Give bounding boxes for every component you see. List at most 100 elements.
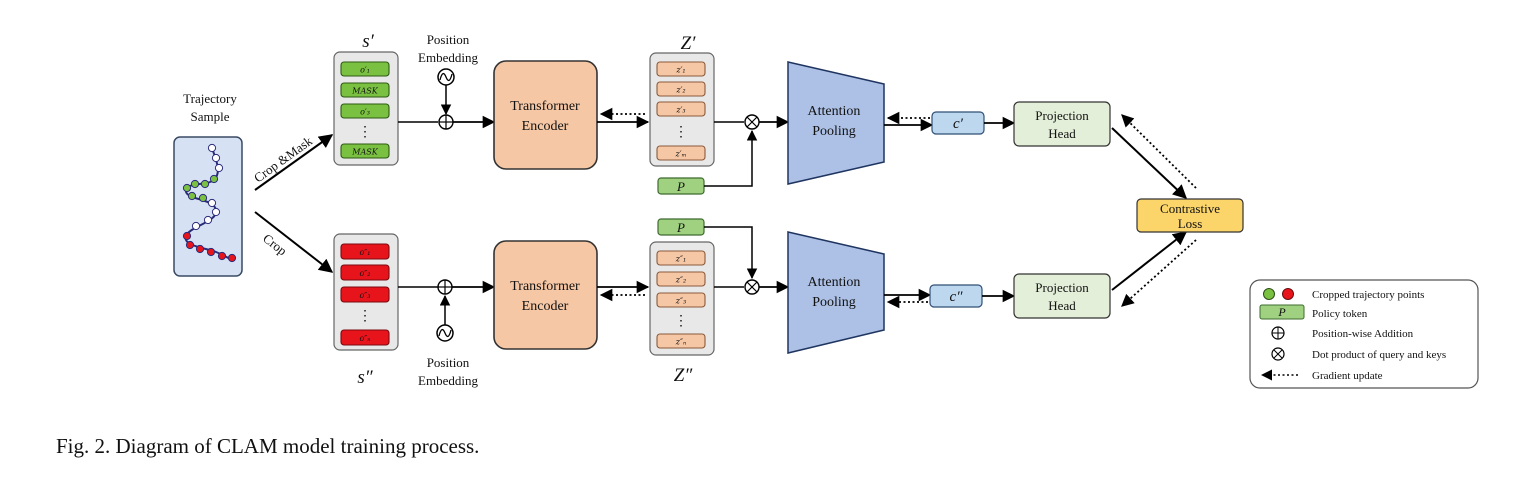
loss-label-2: Loss [1178,216,1203,231]
z-prime-label: Z′ [681,33,697,54]
c-double-prime-label: c″ [950,289,964,305]
z-double-prime-label: Z″ [674,365,694,386]
loss-label-1: Contrastive [1160,201,1220,216]
trajectory-point [187,191,197,201]
trajectory-point [200,179,210,189]
trajectory-point [211,207,221,217]
trajectory-point [182,183,192,193]
legend-item-points: Cropped trajectory points [1312,289,1424,301]
s-prime-token [340,103,390,119]
s-prime-ellipsis: ⋮ [358,125,372,140]
trajectory-point [207,143,217,153]
trajectory-point [191,221,201,231]
z-prime-token-label: z′₂ [675,86,685,95]
pos-emb-bottom-label-2: Embedding [418,373,478,388]
contrastive-loss-box [1136,198,1244,233]
projection-head-top [1013,101,1111,147]
trajectory-point [198,193,208,203]
pooling-bottom-label-2: Pooling [812,295,856,310]
s-double-prime-label: s″ [357,367,373,388]
legend-item-addition: Position-wise Addition [1312,328,1414,340]
z-double-prime-token [656,292,706,308]
z-prime-tokens: z′₁z′₂z′₃⋮z′ₘ [656,61,706,161]
clam-diagram: Trajectory Sample Crop &Mask Crop s′ o′₁… [173,31,1479,389]
z-prime-token [656,101,706,117]
plus-icon-top [438,114,454,130]
crop-mask-arrow [254,134,334,191]
pos-emb-top-label-2: Embedding [418,50,478,65]
policy-token-bottom-label: P [676,220,685,235]
trajectory-point [227,253,237,263]
z-prime-token [656,81,706,97]
trajectory-point [195,244,205,254]
s-prime-token [340,61,390,77]
trajectory-point [190,179,200,189]
s-prime-label: s′ [362,31,374,52]
z-double-prime-token-label: z″₁ [675,255,686,264]
z-double-prime-ellipsis: ⋮ [674,314,688,329]
attention-pooling-bottom [787,231,885,354]
projection-head-bottom [1013,273,1111,319]
legend-item-gradient: Gradient update [1312,370,1383,382]
z-double-prime-tokens: z″₁ z″₂ z″₃ ⋮ z″ₙ [656,250,706,349]
s-prime-token-label: o′₃ [360,108,370,117]
z-double-prime-token-label: z″₃ [675,297,686,306]
s-prime-token-label: MASK [351,148,378,157]
encoder-bottom-label-2: Encoder [522,299,569,314]
transformer-encoder-bottom [493,240,598,350]
encoder-top-label-2: Encoder [522,119,569,134]
figure-caption: Fig. 2. Diagram of CLAM model training p… [56,434,480,458]
s-prime-token [340,143,390,159]
s-prime-token [340,82,390,98]
dot-product-icon-bottom [744,279,760,295]
legend-red-dot [1282,288,1294,300]
trajectory-point [211,153,221,163]
legend-plus-icon [1271,326,1285,340]
encoder-top-label-1: Transformer [510,99,580,114]
s-double-prime-token [340,243,390,260]
gradient-update-loss-top [1121,114,1197,189]
projection-top-label-1: Projection [1035,108,1089,123]
s-double-prime-token [340,264,390,281]
pooling-top-label-2: Pooling [812,124,856,139]
pooling-top-label-1: Attention [808,104,861,119]
z-double-prime-token [656,271,706,287]
z-prime-token-label: z′₁ [675,66,685,75]
gradient-update-loss-bottom [1121,239,1197,307]
legend-policy-symbol: P [1277,305,1286,319]
transformer-encoder-top [493,60,598,170]
dot-product-icon-top [744,114,760,130]
legend-policy-token [1259,304,1305,320]
trajectory-point [185,240,195,250]
trajectory-point [217,251,227,261]
trajectory-point [206,247,216,257]
z-double-prime-token-label: z″ₙ [675,338,686,347]
c-prime-label: c′ [953,116,964,132]
projection-bottom-label-1: Projection [1035,280,1089,295]
legend-item-dot-product: Dot product of query and keys [1312,349,1446,361]
trajectory-label-2: Sample [191,109,230,124]
crop-arrow [254,211,334,273]
z-prime-token-label: z′ₘ [675,150,687,159]
z-double-prime-token-label: z″₂ [675,276,686,285]
trajectory-point [209,174,219,184]
trajectory-point [214,163,224,173]
trajectory-point [207,198,217,208]
trajectory-points [182,143,237,263]
sinusoid-icon-top [437,68,455,86]
encoder-bottom-label-1: Transformer [510,279,580,294]
s-double-prime-token [340,329,390,346]
trajectory-point [182,231,192,241]
s-double-prime-ellipsis: ⋮ [358,309,372,324]
legend-green-dot [1263,288,1275,300]
attention-pooling-top [787,61,885,185]
plus-icon-bottom [437,279,453,295]
sinusoid-icon-bottom [436,324,454,342]
s-double-prime-tokens: o″₁o″₂o″₃⋮o″ₙ [340,243,390,346]
s-double-prime-token-label: o″₂ [359,269,370,278]
s-double-prime-token-label: o″₁ [359,248,370,257]
s-prime-token-label: o′₁ [360,66,370,75]
s-double-prime-token-label: o″ₙ [359,334,370,343]
z-prime-token [656,61,706,77]
